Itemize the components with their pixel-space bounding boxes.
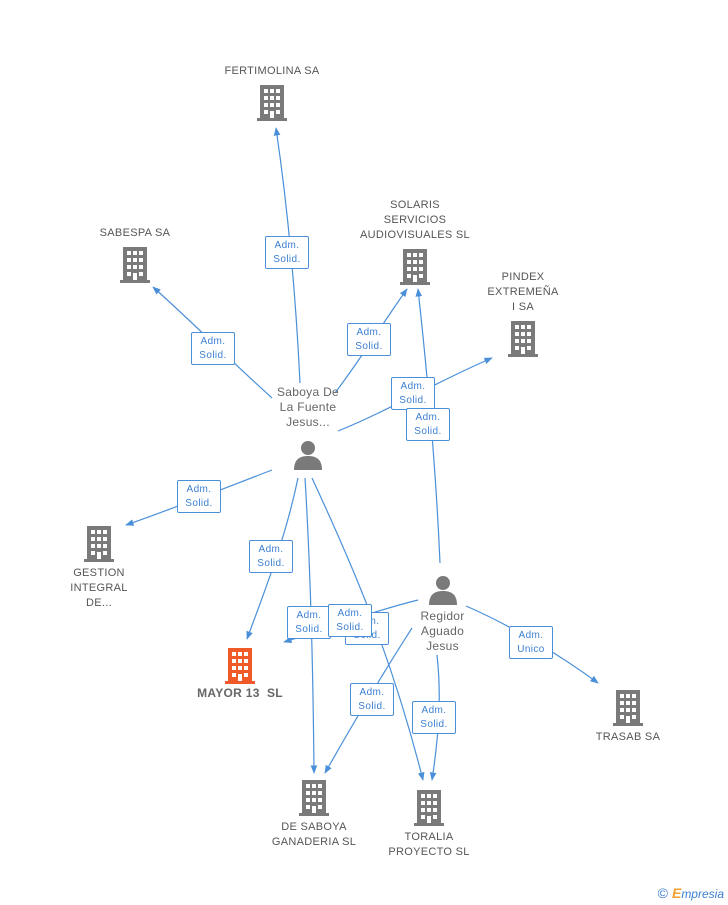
company-node-trasab[interactable]: TRASAB SA [578,690,678,745]
relation-badge-pindex[interactable]: Adm.Solid. [391,377,435,410]
company-label: TORALIA PROYECTO SL [388,831,470,858]
person-label: Regidor Aguado Jesus [420,609,465,653]
relation-badge-fertimolina[interactable]: Adm.Solid. [265,236,309,269]
relation-badge-mayor13-regidor-a[interactable]: Adm.Solid. [287,606,331,639]
relation-badge-toralia-regidor[interactable]: Adm.Solid. [412,701,456,734]
company-node-sabespa[interactable]: SABESPA SA [75,226,195,283]
building-icon [225,648,255,684]
company-label-main: MAYOR 13 SL [197,686,283,700]
relation-badge-trasab[interactable]: Adm.Unico [509,626,553,659]
building-icon [400,249,430,285]
relation-badge-toralia-saboya[interactable]: Adm.Solid. [328,604,372,637]
company-label: PINDEX EXTREMEÑA I SA [487,271,559,313]
person-icon [428,576,457,605]
brand-logo-initial: E [671,885,682,901]
company-label: GESTION INTEGRAL DE... [70,567,128,609]
company-label: TRASAB SA [595,731,661,743]
building-icon [120,247,150,283]
building-icon [257,85,287,121]
company-node-toralia[interactable]: TORALIA PROYECTO SL [374,790,484,860]
building-icon [414,790,444,826]
building-icon [299,780,329,816]
relation-badge-mayor13-saboya[interactable]: Adm.Solid. [249,540,293,573]
building-icon [84,526,114,562]
company-node-pindex[interactable]: PINDEX EXTREMEÑA I SA [473,270,573,357]
person-label: Saboya De La Fuente Jesus... [276,385,340,429]
relation-badge-desaboya-regidor[interactable]: Adm.Solid. [350,683,394,716]
building-icon [508,321,538,357]
company-label: SABESPA SA [99,227,171,239]
company-label: DE SABOYA GANADERIA SL [271,821,357,848]
person-icon [294,441,322,470]
company-node-gestion[interactable]: GESTION INTEGRAL DE... [49,526,149,611]
relation-badge-solaris-saboya[interactable]: Adm.Solid. [347,323,391,356]
person-node-saboya[interactable]: Saboya De La Fuente Jesus... [253,385,363,470]
company-node-solaris[interactable]: SOLARIS SERVICIOS AUDIOVISUALES SL [355,198,475,285]
copyright-symbol: © [657,885,668,901]
company-label: FERTIMOLINA SA [224,65,320,77]
relation-badge-sabespa[interactable]: Adm.Solid. [191,332,235,365]
company-node-mayor13[interactable]: MAYOR 13 SL [180,648,300,701]
relation-badge-gestion[interactable]: Adm.Solid. [177,480,221,513]
company-node-desaboya[interactable]: DE SABOYA GANADERIA SL [254,780,374,850]
company-label: SOLARIS SERVICIOS AUDIOVISUALES SL [360,199,470,241]
person-node-regidor[interactable]: Regidor Aguado Jesus [405,575,480,654]
relation-badge-solaris-regidor[interactable]: Adm.Solid. [406,408,450,441]
brand-footer: ©Empresia [658,885,724,901]
company-node-fertimolina[interactable]: FERTIMOLINA SA [212,64,332,121]
brand-logo-text: mpresia [681,887,724,901]
building-icon [613,690,643,726]
